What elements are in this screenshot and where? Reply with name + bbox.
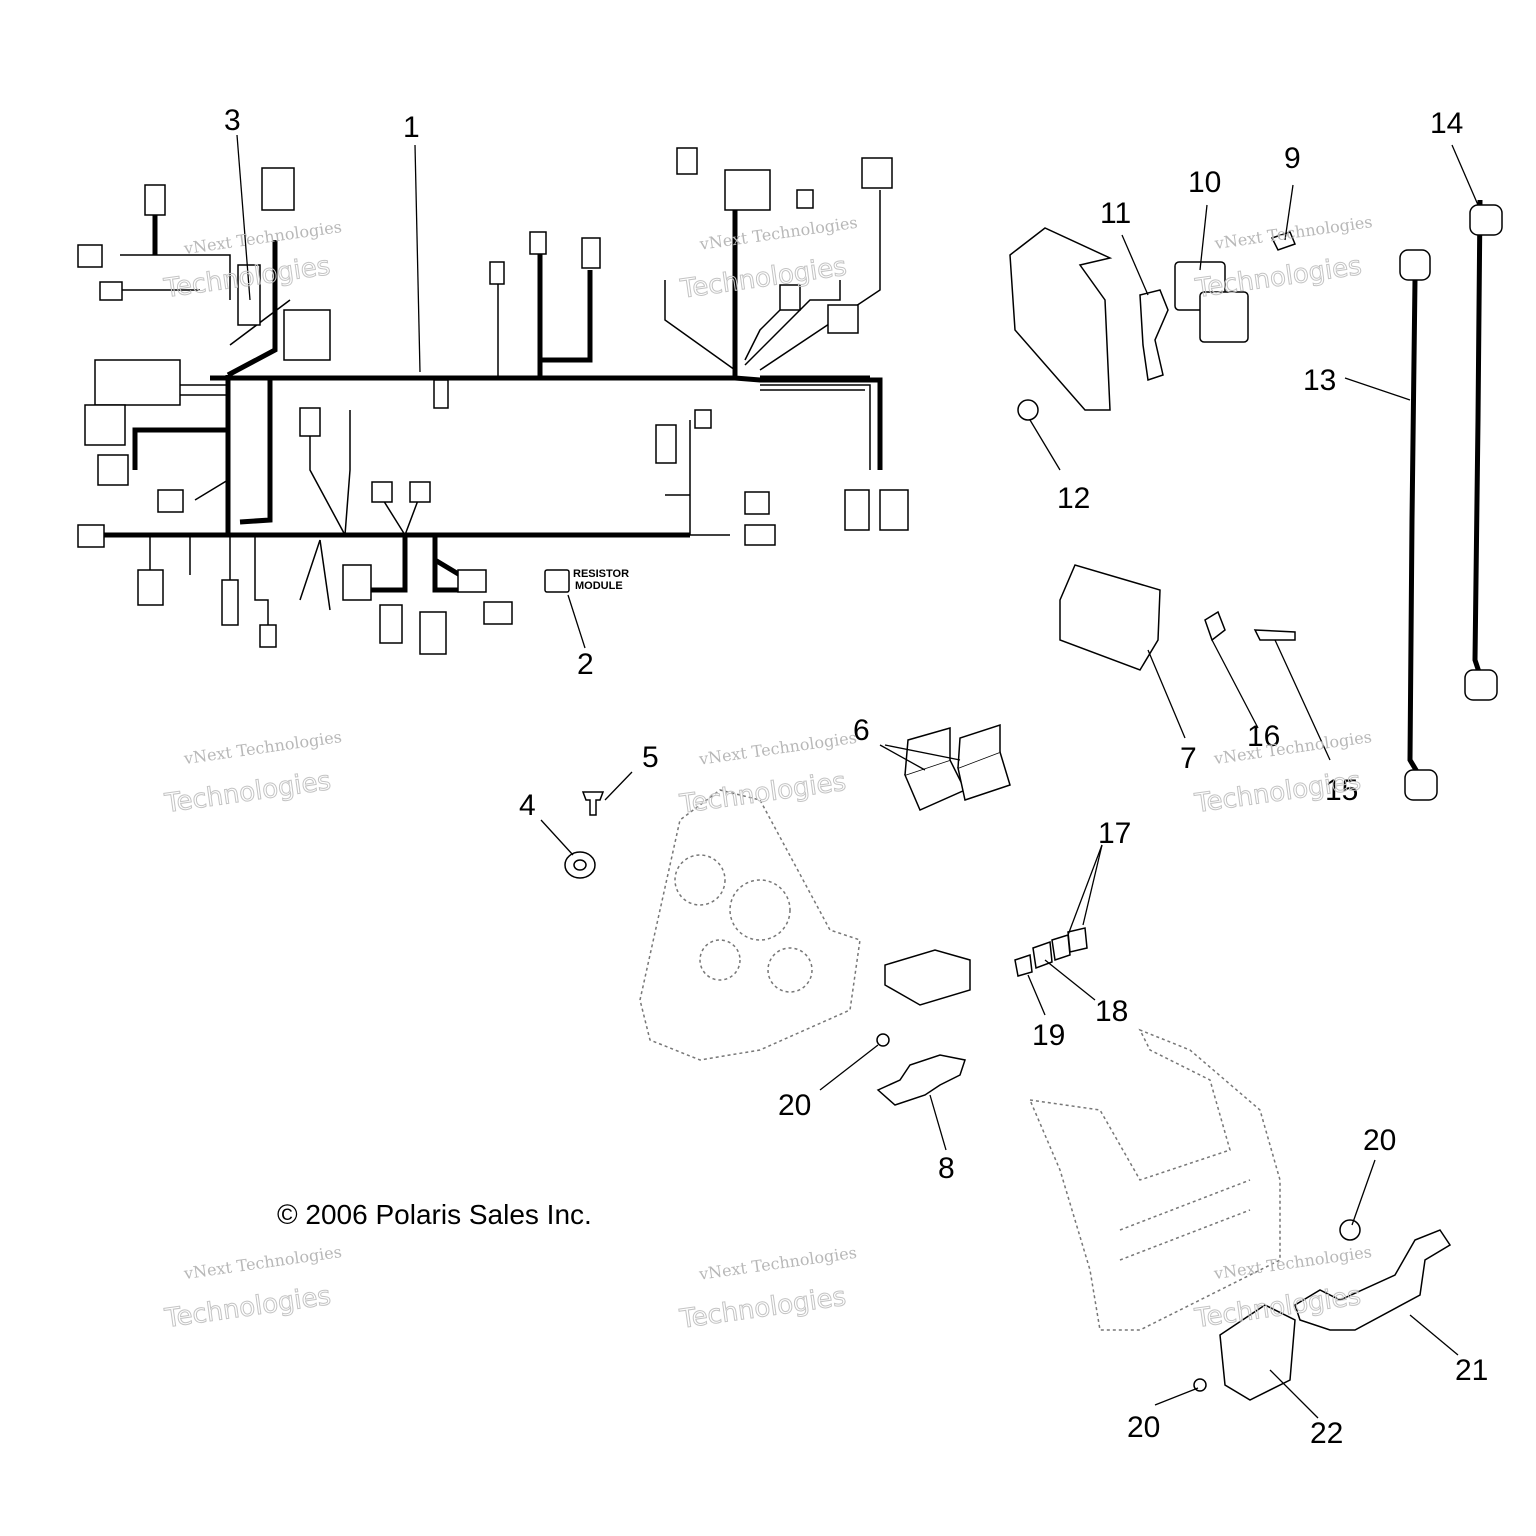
- svg-text:Technologies: Technologies: [1192, 766, 1363, 819]
- callout-2: 2: [577, 648, 594, 681]
- clip-and-push-rivet: [564, 791, 605, 879]
- dash-panel: [639, 789, 861, 1061]
- resistor-module: RESISTOR MODULE: [544, 568, 629, 593]
- ecu-7: [1059, 564, 1296, 671]
- callout-17: 17: [1098, 817, 1131, 850]
- cables: [1399, 199, 1503, 801]
- callout-15: 15: [1325, 774, 1358, 807]
- svg-text:Technologies: Technologies: [677, 767, 848, 820]
- callout-1: 1: [403, 111, 420, 144]
- callout-6: 6: [853, 714, 870, 747]
- callout-numbers: 1 2 3 4 5 6 7 8 9 10 11 12 13 14 15 16 1…: [224, 104, 1488, 1450]
- svg-text:vNext Technologies: vNext Technologies: [1212, 727, 1373, 768]
- leader-lines: [236, 134, 1479, 1419]
- bracket-8: [876, 1033, 966, 1106]
- svg-text:vNext Technologies: vNext Technologies: [698, 213, 859, 254]
- callout-14: 14: [1430, 107, 1463, 140]
- wiring-harness: [90, 190, 883, 630]
- fuse-block: [884, 927, 1088, 1006]
- svg-text:vNext Technologies: vNext Technologies: [697, 728, 858, 769]
- callout-10: 10: [1188, 166, 1221, 199]
- svg-text:Technologies: Technologies: [677, 1282, 848, 1335]
- callout-13: 13: [1303, 364, 1336, 397]
- svg-text:Technologies: Technologies: [162, 766, 333, 819]
- harness-connectors: [77, 147, 909, 655]
- svg-text:vNext Technologies: vNext Technologies: [697, 1243, 858, 1284]
- callout-21: 21: [1455, 1354, 1488, 1387]
- callout-19: 19: [1032, 1019, 1065, 1052]
- callout-22: 22: [1310, 1417, 1343, 1450]
- svg-text:Technologies: Technologies: [162, 1281, 333, 1334]
- callout-16: 16: [1247, 720, 1280, 753]
- callout-11: 11: [1100, 197, 1131, 230]
- callout-18: 18: [1095, 995, 1128, 1028]
- copyright: © 2006 Polaris Sales Inc.: [277, 1199, 592, 1230]
- bracket-plate: [1009, 227, 1169, 421]
- rear-bracket: [1193, 1219, 1452, 1401]
- frame: [1028, 1028, 1281, 1331]
- callout-8: 8: [938, 1152, 955, 1185]
- callout-4: 4: [519, 789, 536, 822]
- switch-assembly-10: [1174, 231, 1296, 343]
- svg-text:Technologies: Technologies: [1193, 251, 1364, 304]
- callout-20c: 20: [1127, 1411, 1160, 1444]
- svg-text:vNext Technologies: vNext Technologies: [182, 727, 343, 768]
- callout-20b: 20: [1363, 1124, 1396, 1157]
- svg-text:vNext Technologies: vNext Technologies: [1213, 212, 1374, 253]
- svg-text:Technologies: Technologies: [678, 252, 849, 305]
- callout-3: 3: [224, 104, 241, 137]
- relays: [903, 723, 1011, 811]
- resistor-label-line1: RESISTOR: [573, 568, 629, 580]
- callout-20a: 20: [778, 1089, 811, 1122]
- callout-12: 12: [1057, 482, 1090, 515]
- resistor-label-line2: MODULE: [575, 580, 623, 592]
- callout-9: 9: [1284, 142, 1301, 175]
- svg-text:vNext Technologies: vNext Technologies: [182, 1242, 343, 1283]
- callout-7: 7: [1180, 742, 1197, 775]
- svg-text:vNext Technologies: vNext Technologies: [1212, 1242, 1373, 1283]
- callout-5: 5: [642, 741, 659, 774]
